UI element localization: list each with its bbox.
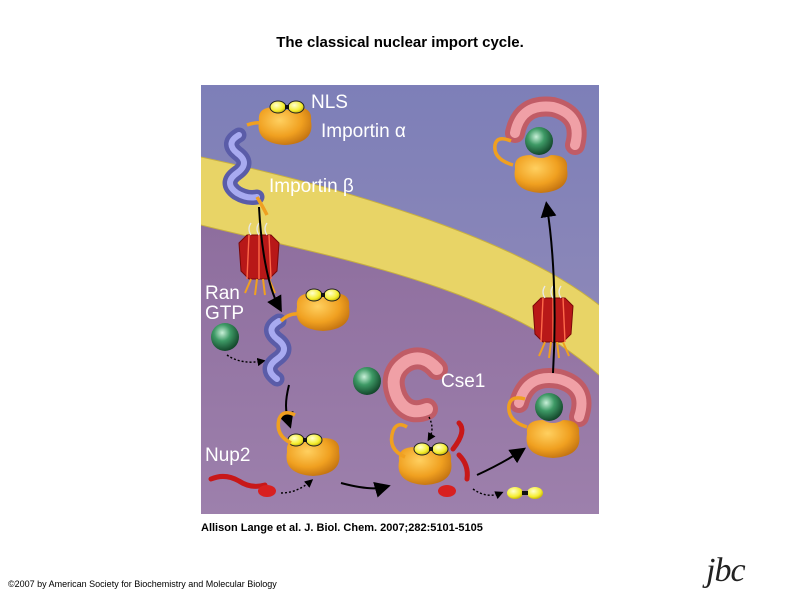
arrow-import xyxy=(258,206,282,313)
arrow-to-export xyxy=(476,447,526,476)
ran-gtp-cse1 xyxy=(353,367,381,395)
cse1-protein xyxy=(382,347,448,423)
label-cse1: Cse1 xyxy=(441,371,485,392)
slide-title: The classical nuclear import cycle. xyxy=(276,34,524,51)
label-importin-alpha: Importin α xyxy=(321,121,406,142)
label-importin-beta: Importin β xyxy=(269,176,354,197)
nup2-bound xyxy=(438,420,470,497)
importin-alpha-export-nucleus xyxy=(526,420,580,458)
ran-gtp-export-cytoplasm xyxy=(525,127,553,155)
nup2-protein xyxy=(208,473,276,497)
cse1-export-cytoplasm xyxy=(505,96,587,155)
label-nls: NLS xyxy=(311,92,348,113)
cse1-export-nucleus xyxy=(509,368,592,427)
label-gtp: GTP xyxy=(205,303,244,324)
label-ran: Ran xyxy=(205,283,240,304)
citation: Allison Lange et al. J. Biol. Chem. 2007… xyxy=(201,522,483,534)
label-nup2: Nup2 xyxy=(205,445,250,466)
journal-logo: jbc xyxy=(706,552,746,589)
nls-released xyxy=(507,487,543,499)
ran-gtp-export-nucleus xyxy=(535,393,563,421)
nuclear-envelope xyxy=(201,157,599,375)
importin-alpha-top xyxy=(258,107,312,145)
import-cycle-diagram: NLS Importin α Importin β Ran GTP Nup2 xyxy=(201,85,599,514)
importin-alpha-middle xyxy=(296,293,350,331)
ran-gtp-left xyxy=(211,323,239,351)
copyright-notice: ©2007 by American Society for Biochemist… xyxy=(8,579,277,589)
importin-alpha-export-cytoplasm xyxy=(514,155,568,193)
arrow-to-cse1-step xyxy=(340,482,391,498)
arrow-release xyxy=(278,384,294,429)
arrow-export xyxy=(540,201,557,374)
